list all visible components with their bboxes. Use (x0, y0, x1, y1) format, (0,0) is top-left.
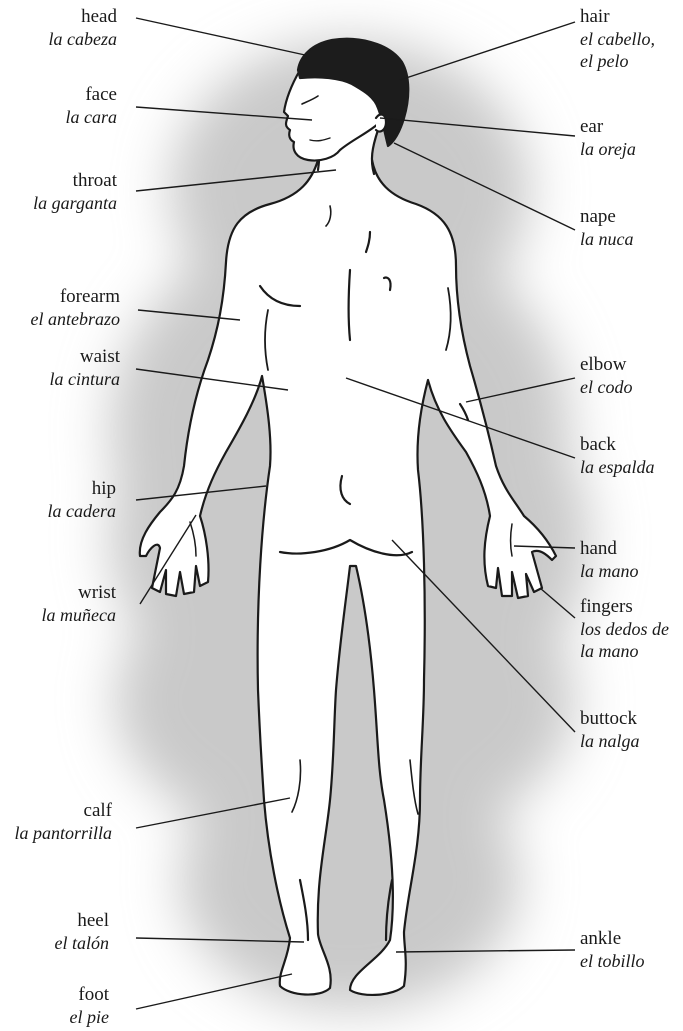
label-back: back la espalda (580, 434, 655, 478)
label-ear-en: ear (580, 116, 636, 138)
label-back-en: back (580, 434, 655, 456)
label-elbow: elbow el codo (580, 354, 632, 398)
label-hair-es-1: el cabello, (580, 28, 655, 50)
label-fingers: fingers los dedos de la mano (580, 596, 669, 662)
label-throat: throat la garganta (33, 170, 117, 214)
label-face-es: la cara (66, 106, 118, 128)
label-foot-es: el pie (70, 1006, 109, 1028)
label-fingers-en: fingers (580, 596, 669, 618)
label-foot-en: foot (70, 984, 109, 1006)
label-waist-es: la cintura (50, 368, 121, 390)
label-nape-en: nape (580, 206, 634, 228)
label-face: face la cara (66, 84, 118, 128)
label-heel: heel el talón (55, 910, 110, 954)
label-hip-en: hip (48, 478, 116, 500)
label-forearm: forearm el antebrazo (31, 286, 121, 330)
label-forearm-en: forearm (31, 286, 121, 308)
label-hand-en: hand (580, 538, 639, 560)
leader-head (136, 18, 305, 55)
label-buttock-en: buttock (580, 708, 640, 730)
label-hip: hip la cadera (48, 478, 116, 522)
label-wrist-en: wrist (42, 582, 116, 604)
label-hair-es-2: el pelo (580, 50, 655, 72)
label-ear-es: la oreja (580, 138, 636, 160)
label-throat-es: la garganta (33, 192, 117, 214)
label-head-en: head (49, 6, 117, 28)
label-nape-es: la nuca (580, 228, 634, 250)
label-face-en: face (66, 84, 118, 106)
label-heel-en: heel (55, 910, 110, 932)
label-waist-en: waist (50, 346, 121, 368)
label-calf: calf la pantorrilla (14, 800, 112, 844)
label-calf-en: calf (14, 800, 112, 822)
label-buttock: buttock la nalga (580, 708, 640, 752)
label-fingers-es-2: la mano (580, 640, 669, 662)
label-ankle-es: el tobillo (580, 950, 645, 972)
label-hand-es: la mano (580, 560, 639, 582)
label-forearm-es: el antebrazo (31, 308, 121, 330)
label-heel-es: el talón (55, 932, 110, 954)
label-calf-es: la pantorrilla (14, 822, 112, 844)
label-head: head la cabeza (49, 6, 117, 50)
leader-hair (400, 22, 575, 80)
label-ankle-en: ankle (580, 928, 645, 950)
label-back-es: la espalda (580, 456, 655, 478)
label-nape: nape la nuca (580, 206, 634, 250)
label-wrist-es: la muñeca (42, 604, 116, 626)
label-fingers-es-1: los dedos de (580, 618, 669, 640)
label-elbow-en: elbow (580, 354, 632, 376)
label-elbow-es: el codo (580, 376, 632, 398)
label-buttock-es: la nalga (580, 730, 640, 752)
label-hair-en: hair (580, 6, 655, 28)
label-hip-es: la cadera (48, 500, 116, 522)
label-waist: waist la cintura (50, 346, 121, 390)
label-wrist: wrist la muñeca (42, 582, 116, 626)
label-hair: hair el cabello, el pelo (580, 6, 655, 72)
label-ear: ear la oreja (580, 116, 636, 160)
label-head-es: la cabeza (49, 28, 117, 50)
label-throat-en: throat (33, 170, 117, 192)
label-foot: foot el pie (70, 984, 109, 1028)
label-ankle: ankle el tobillo (580, 928, 645, 972)
label-hand: hand la mano (580, 538, 639, 582)
